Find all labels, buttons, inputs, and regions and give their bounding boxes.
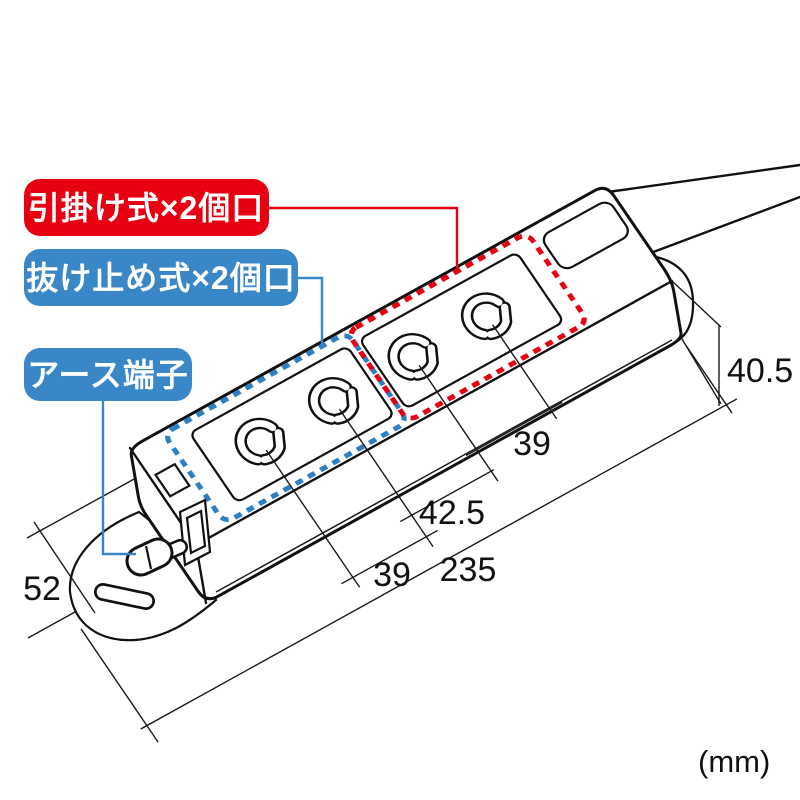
dim-pitch-right-label: 39 [513, 425, 551, 463]
outlet-panel-right [360, 253, 563, 408]
dimension-lines [80, 324, 738, 743]
hook-outlets-highlight-box [348, 233, 587, 421]
dim-depth-label: 52 [23, 570, 61, 608]
dim-pitch-mid-label: 42.5 [419, 494, 485, 532]
callout-lock-label: 抜け止め式×2個口 [26, 260, 296, 296]
unit-label: (mm) [698, 744, 770, 779]
earth-bracket [178, 498, 212, 567]
callout-hook-label: 引掛け式×2個口 [28, 190, 265, 226]
callout-hook: 引掛け式×2個口 [24, 179, 269, 236]
lock-leader-line [298, 276, 324, 347]
top-face [80, 201, 738, 743]
dim-length-label: 235 [440, 551, 497, 589]
height-dimension [671, 280, 722, 406]
callout-lock-box [24, 249, 298, 306]
callout-earth-box [24, 348, 192, 401]
screw-slot [144, 545, 153, 570]
callout-lock: 抜け止め式×2個口 [24, 249, 298, 306]
loop-slot [96, 585, 153, 608]
mount-hole [153, 462, 191, 498]
dim-pitch-left-label: 39 [373, 556, 411, 594]
callout-earth-label: アース端子 [27, 357, 188, 393]
callout-hook-box [24, 179, 269, 236]
outlet-panel-left [191, 347, 393, 502]
label-plate [542, 201, 629, 270]
bottom-round-hint [215, 339, 673, 593]
callout-earth: アース端子 [24, 348, 192, 401]
hook-leader-line [269, 206, 459, 272]
top-side-edge [194, 279, 674, 547]
earth-terminal [125, 498, 212, 577]
earth-leader-line [101, 401, 136, 556]
depth-dimension [26, 477, 137, 639]
power-cord [606, 163, 800, 256]
dim-height-label: 40.5 [727, 352, 793, 390]
